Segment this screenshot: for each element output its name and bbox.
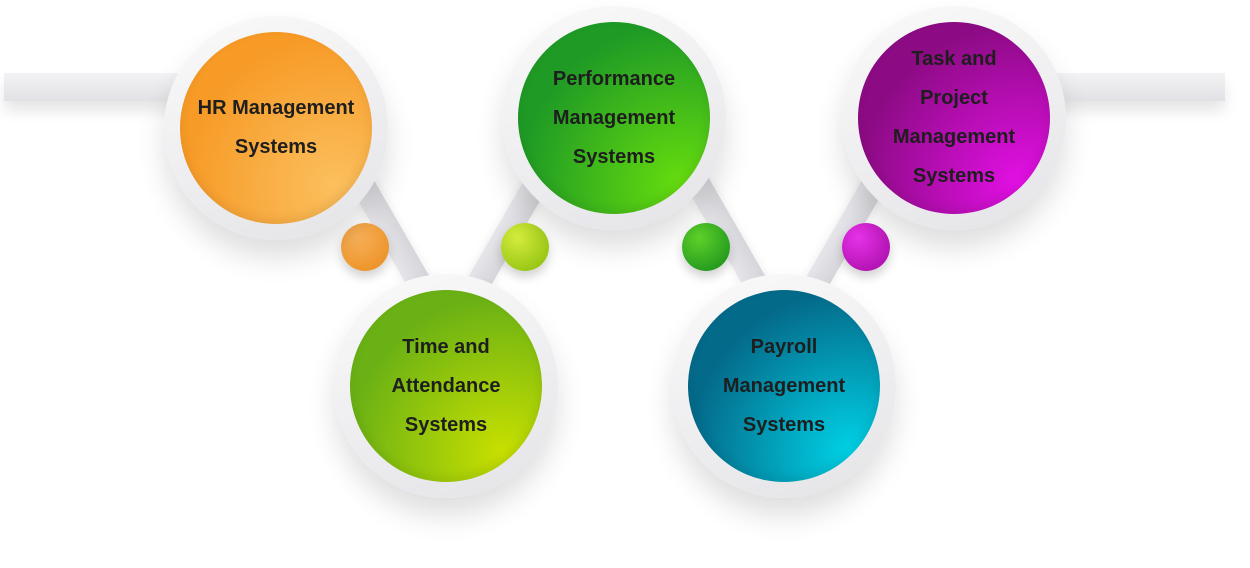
task-project-management-label: Task and Project Management Systems	[892, 48, 1016, 187]
time-attendance-disc: Time and Attendance Systems	[350, 290, 542, 482]
magenta-connector-dot	[842, 223, 890, 271]
orange-connector-dot	[341, 223, 389, 271]
hr-management-disc: HR Management Systems	[180, 32, 372, 224]
node-time-attendance: Time and Attendance Systems	[334, 274, 558, 498]
payroll-management-disc: Payroll Management Systems	[688, 290, 880, 482]
performance-management-disc: Performance Management Systems	[518, 22, 710, 214]
task-project-management-disc: Task and Project Management Systems	[858, 22, 1050, 214]
time-attendance-label: Time and Attendance Systems	[391, 335, 501, 436]
performance-management-label: Performance Management Systems	[552, 67, 676, 168]
node-hr-management: HR Management Systems	[164, 16, 388, 240]
lime-connector-dot	[501, 223, 549, 271]
hr-management-label: HR Management Systems	[197, 97, 355, 158]
node-task-project-management: Task and Project Management Systems	[842, 6, 1066, 230]
right-bar	[1035, 73, 1225, 101]
green-connector-dot	[682, 223, 730, 271]
node-performance-management: Performance Management Systems	[502, 6, 726, 230]
node-payroll-management: Payroll Management Systems	[672, 274, 896, 498]
payroll-management-label: Payroll Management Systems	[722, 335, 846, 436]
